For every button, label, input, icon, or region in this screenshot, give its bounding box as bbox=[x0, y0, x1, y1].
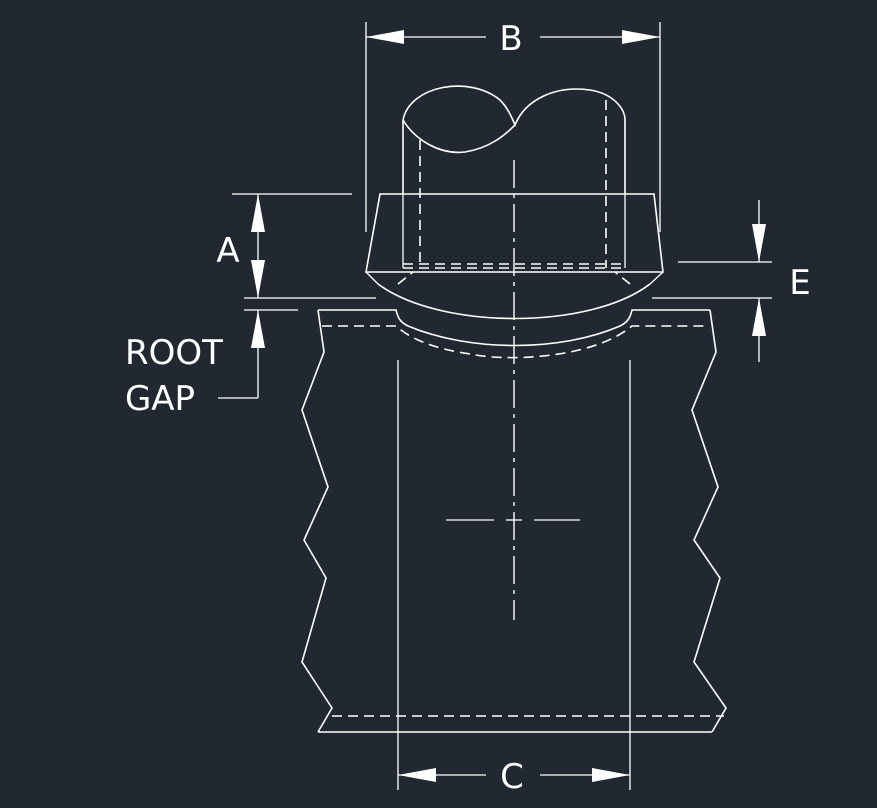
workpiece-left-break bbox=[301, 309, 333, 733]
root-gap-callout: ROOT GAP bbox=[125, 309, 298, 419]
workpiece-top-hidden bbox=[322, 325, 708, 359]
dim-b-label: B bbox=[499, 19, 522, 59]
collar-hidden-right-chamfer bbox=[614, 271, 631, 285]
stud-break-inner bbox=[402, 119, 516, 154]
dim-a-arrow-bottom bbox=[251, 260, 265, 298]
collar-curved-base bbox=[377, 283, 651, 320]
workpiece bbox=[301, 309, 727, 790]
stud-body bbox=[402, 85, 626, 268]
collar-hidden-left-chamfer bbox=[397, 271, 414, 285]
root-gap-label-line1: ROOT bbox=[125, 333, 223, 373]
dimension-b: B bbox=[365, 19, 661, 232]
dim-e-arrow-top bbox=[752, 224, 766, 262]
workpiece-top-surface bbox=[318, 309, 710, 347]
dimension-a: A bbox=[216, 193, 376, 299]
centerlines bbox=[446, 160, 580, 620]
dim-c-label: C bbox=[500, 757, 524, 797]
collar-left-foot bbox=[365, 271, 379, 285]
dim-c-arrow-left bbox=[398, 768, 436, 782]
dim-b-arrow-right bbox=[622, 30, 660, 44]
dim-b-arrow-left bbox=[366, 30, 404, 44]
dim-a-arrow-top bbox=[251, 194, 265, 232]
dimension-e: E bbox=[652, 200, 811, 362]
weld-collar bbox=[365, 193, 664, 320]
root-gap-arrow bbox=[251, 310, 265, 348]
root-gap-label-line2: GAP bbox=[125, 379, 195, 419]
workpiece-right-break bbox=[691, 309, 727, 733]
dim-a-label: A bbox=[216, 231, 239, 271]
dimension-c: C bbox=[398, 757, 630, 797]
collar-right-foot bbox=[649, 271, 664, 285]
dim-e-label: E bbox=[789, 263, 810, 303]
dim-e-arrow-bottom bbox=[752, 298, 766, 336]
stud-break-line bbox=[402, 85, 626, 128]
dim-c-arrow-right bbox=[592, 768, 630, 782]
